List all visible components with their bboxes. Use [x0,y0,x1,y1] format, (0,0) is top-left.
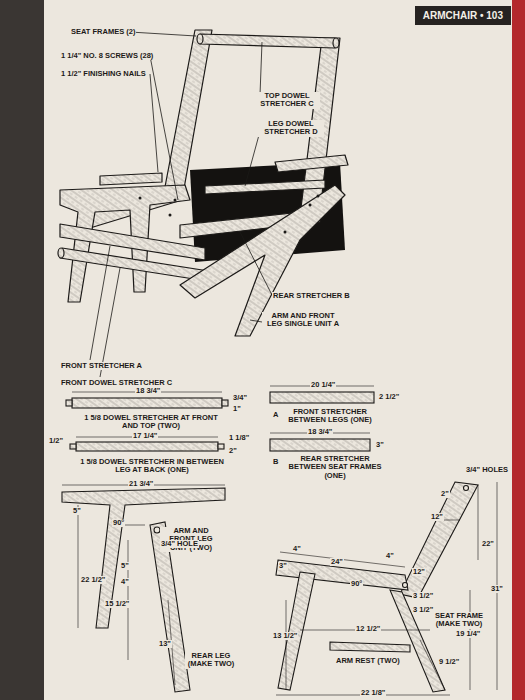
part-caption: 1 5/8 DOWEL STRETCHER IN BETWEEN LEG AT … [76,458,228,475]
dimension: 19 1/4" [455,630,481,638]
dimension: 9 1/2" [438,658,460,666]
book-cover-edge [512,0,525,700]
dimension: 3 1/2" [412,592,434,600]
dimension: 5" [72,507,82,515]
dimension: 22" [481,540,495,548]
dimension: 1 1/8" [228,434,250,442]
part-caption: REAR LEG (MAKE TWO) [185,652,237,669]
dimension: 2" [228,447,238,455]
dimension: 22 1/8" [360,689,386,697]
dimension: 24" [330,558,344,566]
part-note: 3/4" HOLE [160,540,199,548]
part-letter: B [272,458,279,466]
part-name: REAR STRETCHER B [272,292,351,300]
dimension: 12 1/2" [355,625,381,633]
part-name: TOP DOWEL STRETCHER C [254,92,320,109]
dimension: 3" [375,441,385,449]
dimension: 2 1/2" [378,393,400,401]
part-name: SEAT FRAMES (2) [70,28,136,36]
dimension: 31" [490,585,504,593]
dimension: 18 3/4" [135,387,161,395]
part-note: 3/4" HOLES [465,466,509,474]
page-header: ARMCHAIR • 103 [423,10,503,21]
part-name: ARM AND FRONT LEG SINGLE UNIT A [262,312,344,329]
part-name: FRONT STRETCHER A [60,362,143,370]
part-name: LEG DOWEL STRETCHER D [258,120,324,137]
dimension: 90° [112,519,125,527]
part-caption: SEAT FRAME (MAKE TWO) [428,612,490,629]
part-name: FRONT DOWEL STRETCHER C [60,379,173,387]
dimension: 1/2" [48,437,64,445]
dimension: 18 3/4" [307,428,333,436]
part-caption: ARM REST (TWO) [335,657,401,665]
dimension: 13 1/2" [272,632,298,640]
dimension: 4" [292,545,302,553]
dimension: 20 1/4" [310,381,336,389]
part-letter: A [272,411,279,419]
dimension: 13" [158,640,172,648]
dimension: 12" [430,513,444,521]
dimension: 15 1/2" [104,600,130,608]
dimension: 90° [350,580,363,588]
part-note: 1 1/4" NO. 8 SCREWS (28) [60,52,154,60]
dimension: 17 1/4" [132,432,158,440]
dimension: 1" [232,405,242,413]
part-caption: REAR STRETCHER BETWEEN SEAT FRAMES (ONE) [284,455,386,480]
part-note: 1 1/2" FINISHING NAILS [60,70,147,78]
dimension: 4" [385,552,395,560]
header-band: ARMCHAIR • 103 [415,6,511,25]
part-caption: FRONT STRETCHER BETWEEN LEGS (ONE) [284,408,376,425]
dimension: 22 1/2" [80,576,106,584]
dimension: 21 3/4" [128,480,154,488]
dimension: 4" [120,578,130,586]
dimension: 3" [278,562,288,570]
dimension: 5" [120,562,130,570]
dimension: 2" [440,490,450,498]
part-caption: 1 5/8 DOWEL STRETCHER AT FRONT AND TOP (… [80,414,222,431]
dimension: 12" [412,568,426,576]
dimension: 3/4" [232,394,248,402]
